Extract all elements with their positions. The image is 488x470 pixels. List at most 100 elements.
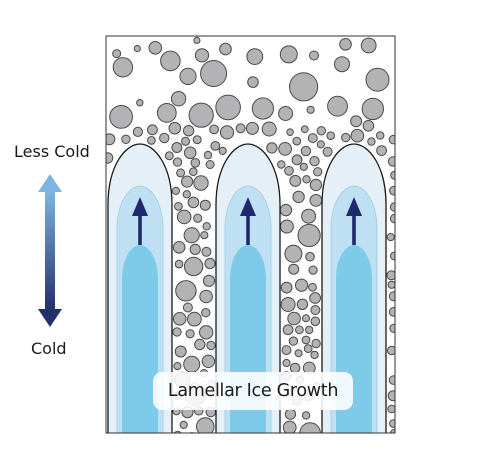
particle (202, 274, 216, 287)
particle (387, 345, 395, 356)
particle (174, 202, 183, 211)
particle (199, 289, 213, 304)
particle (173, 362, 182, 371)
particle (313, 167, 323, 177)
particle (210, 141, 221, 151)
particle (291, 154, 303, 166)
particle (181, 175, 194, 188)
particle (308, 265, 318, 275)
particle (284, 244, 303, 263)
particle (289, 72, 319, 102)
particle (266, 142, 278, 154)
particle (388, 307, 395, 317)
particle (179, 420, 188, 429)
particle (106, 152, 114, 164)
particle (297, 223, 321, 248)
particle (316, 126, 326, 136)
particle (309, 50, 319, 61)
particle (310, 305, 321, 315)
particle (278, 106, 294, 121)
particle (361, 97, 384, 121)
particle (301, 411, 311, 420)
particle (183, 256, 204, 277)
particle (209, 124, 220, 135)
particle (205, 160, 215, 169)
particle (136, 99, 144, 107)
particle (339, 38, 352, 51)
particle (200, 60, 228, 87)
particle (172, 241, 186, 254)
particle (388, 134, 395, 145)
particle (282, 324, 294, 336)
lamella-core (122, 245, 158, 433)
particle (219, 42, 232, 56)
diagram-frame (105, 35, 396, 434)
particle (279, 203, 293, 217)
particle (174, 259, 184, 269)
particle (309, 292, 322, 304)
growth-arrow-shaft (246, 212, 250, 245)
growth-arrow-head (240, 197, 256, 216)
particle (281, 345, 292, 356)
particle (164, 151, 174, 161)
particle (279, 45, 298, 64)
particle (350, 128, 365, 143)
particle (204, 257, 216, 270)
particle (278, 142, 293, 156)
particle (203, 150, 213, 160)
particle (172, 312, 187, 326)
particle (132, 126, 143, 137)
particle (309, 194, 323, 207)
particle (193, 213, 203, 223)
particle (294, 349, 303, 358)
growth-arrow-shaft (138, 212, 142, 245)
particle (194, 48, 210, 63)
particle (387, 280, 395, 289)
particle (201, 354, 216, 368)
particle (147, 124, 158, 136)
particle (367, 137, 376, 146)
particle (175, 280, 197, 302)
particle (308, 282, 317, 292)
particle (326, 131, 336, 140)
particle (183, 227, 200, 244)
particle (389, 185, 395, 196)
particle (277, 160, 286, 169)
particle (133, 44, 141, 53)
particle (334, 56, 350, 73)
particle (201, 308, 211, 318)
particle (218, 146, 227, 155)
particle (388, 375, 395, 385)
particle (295, 325, 304, 335)
lamella-core (336, 245, 372, 433)
particle (309, 156, 320, 167)
particle (388, 291, 395, 302)
lamella-core (230, 245, 266, 433)
particle (362, 120, 375, 132)
particle (376, 145, 388, 157)
particle (387, 156, 395, 167)
growth-arrow-head (132, 197, 148, 216)
particle (299, 422, 321, 433)
particle (106, 133, 116, 146)
particle (170, 91, 187, 107)
particle (182, 125, 195, 137)
particle (305, 251, 315, 262)
particle (176, 209, 192, 225)
particle (292, 190, 305, 204)
particle (284, 165, 294, 176)
growth-arrow-head (346, 197, 362, 216)
particle (148, 41, 163, 55)
particle (327, 95, 348, 117)
particle (284, 408, 296, 420)
particle (306, 105, 315, 114)
particle (301, 335, 311, 345)
particle (206, 340, 216, 351)
particle (286, 128, 294, 136)
particle (192, 135, 202, 145)
particle (190, 158, 201, 168)
particle-layer (106, 36, 395, 433)
particle (246, 48, 264, 65)
ice-lamella (107, 143, 173, 433)
particle (365, 67, 390, 92)
